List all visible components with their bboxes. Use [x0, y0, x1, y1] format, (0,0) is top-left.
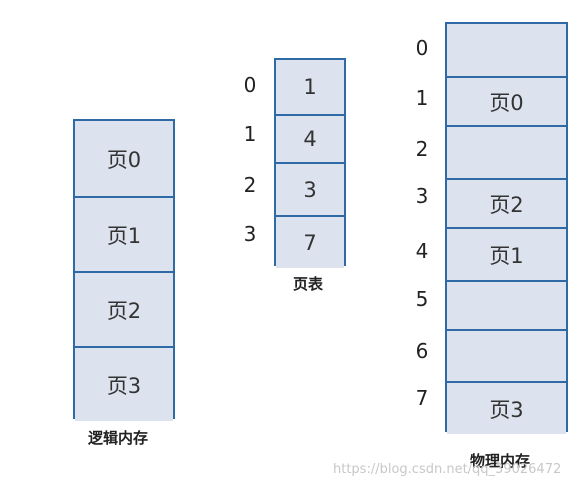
physical-frame-index: 5	[415, 287, 429, 311]
page-table-index: 1	[243, 122, 257, 146]
physical-memory-caption: 物理内存	[470, 452, 531, 470]
page-table-entry: 1	[276, 60, 344, 114]
physical-frame-cell: 页0	[447, 76, 566, 125]
page-table-index: 0	[243, 73, 257, 97]
logical-page-cell: 页2	[75, 271, 173, 346]
physical-frame-cell	[447, 125, 566, 178]
physical-frame-cell: 页3	[447, 381, 566, 434]
physical-frame-index: 2	[415, 137, 429, 161]
page-table-entry: 3	[276, 162, 344, 215]
physical-memory-column: 页0 页2 页1 页3	[445, 22, 568, 434]
logical-page-cell: 页3	[75, 346, 173, 421]
watermark: https://blog.csdn.net/qq_39026472	[333, 462, 562, 477]
page-table-column: 1 4 3 7	[274, 58, 346, 268]
physical-frame-index: 1	[415, 86, 429, 110]
physical-frame-cell: 页2	[447, 178, 566, 227]
logical-memory-caption: 逻辑内存	[88, 429, 149, 447]
physical-frame-cell	[447, 329, 566, 381]
physical-frame-index: 4	[415, 239, 429, 263]
physical-frame-index: 3	[415, 184, 429, 208]
page-table-entry: 4	[276, 114, 344, 162]
physical-frame-cell: 页1	[447, 227, 566, 280]
physical-frame-index: 0	[415, 36, 429, 60]
page-table-index: 3	[243, 222, 257, 246]
physical-frame-cell	[447, 24, 566, 76]
physical-frame-index: 7	[415, 386, 429, 410]
physical-frame-cell	[447, 280, 566, 329]
page-table-caption: 页表	[293, 275, 324, 293]
physical-frame-index: 6	[415, 339, 429, 363]
logical-page-cell: 页1	[75, 196, 173, 271]
logical-memory-column: 页0 页1 页2 页3	[73, 119, 175, 421]
page-table-index: 2	[243, 173, 257, 197]
page-table-entry: 7	[276, 215, 344, 268]
logical-page-cell: 页0	[75, 121, 173, 196]
